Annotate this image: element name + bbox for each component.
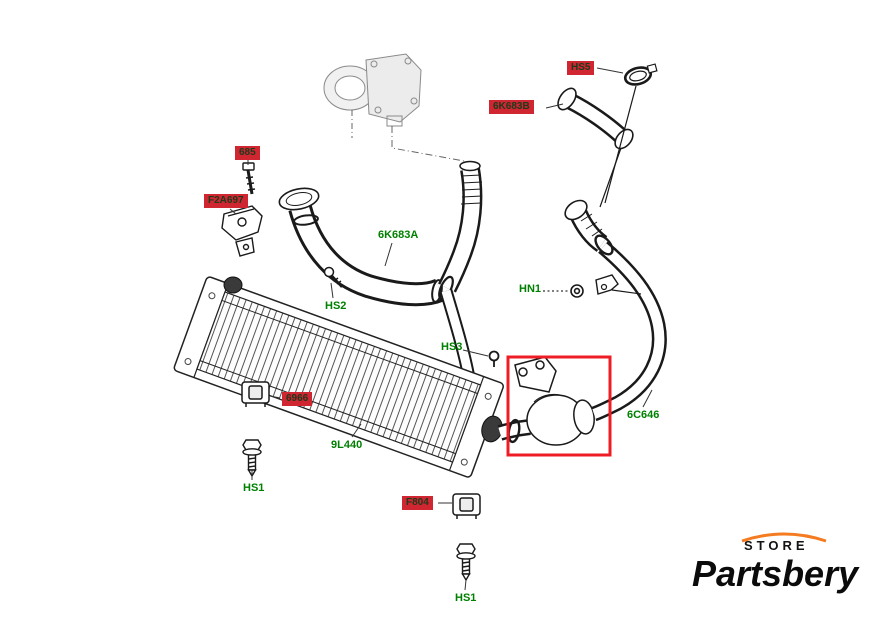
- logo-store-text: STORE: [744, 538, 809, 553]
- logo-brand-text: Partsbery: [692, 553, 858, 595]
- part-label-hs1[interactable]: HS1: [243, 482, 265, 494]
- logo-brand-bery: bery: [782, 553, 859, 594]
- resonator-drawing: [497, 356, 595, 446]
- hose-6c646-drawing: [564, 199, 667, 422]
- bracket-f2a697-drawing: [221, 162, 263, 257]
- highlight-label-6966[interactable]: 6966: [282, 392, 313, 406]
- hs3-clip-drawing: [488, 350, 500, 367]
- highlight-label-hs5[interactable]: HS5: [567, 61, 595, 75]
- intercooler-inlet-port: [223, 276, 243, 294]
- highlight-label-685[interactable]: 685: [235, 146, 260, 160]
- highlight-box: [506, 355, 612, 457]
- part-label-6k683a[interactable]: 6K683A: [378, 229, 419, 241]
- part-label-9l440[interactable]: 9L440: [331, 439, 363, 451]
- part-label-hn1[interactable]: HN1: [519, 283, 542, 295]
- highlight-label-6k683b[interactable]: 6K683B: [489, 100, 534, 114]
- part-label-6c646[interactable]: 6C646: [627, 409, 660, 421]
- logo-brand-parts: Parts: [692, 553, 783, 594]
- part-label-hs2[interactable]: HS2: [325, 300, 347, 312]
- upper-hose-drawing: [438, 160, 483, 386]
- mount-bushing-drawing: [241, 381, 270, 407]
- intercooler-drawing: [173, 276, 504, 478]
- logo-arc-icon: [741, 532, 827, 543]
- highlight-label-f804[interactable]: F804: [402, 496, 433, 510]
- hose-6k683b-drawing: [557, 63, 658, 208]
- hose-6k683a-drawing: [278, 187, 445, 307]
- mount-bolt-drawing: [242, 439, 262, 478]
- part-label-hs3[interactable]: HS3: [441, 341, 463, 353]
- leader-lines: [229, 67, 653, 591]
- hn1-nut-drawing: [570, 284, 584, 298]
- part-label-hs1-2[interactable]: HS1: [455, 592, 477, 604]
- hs2-screw-drawing: [323, 266, 343, 288]
- throttle-body-drawing: [323, 53, 465, 162]
- store-logo: STORE Partsbery: [692, 528, 867, 610]
- highlight-label-f2a697[interactable]: F2A697: [204, 194, 248, 208]
